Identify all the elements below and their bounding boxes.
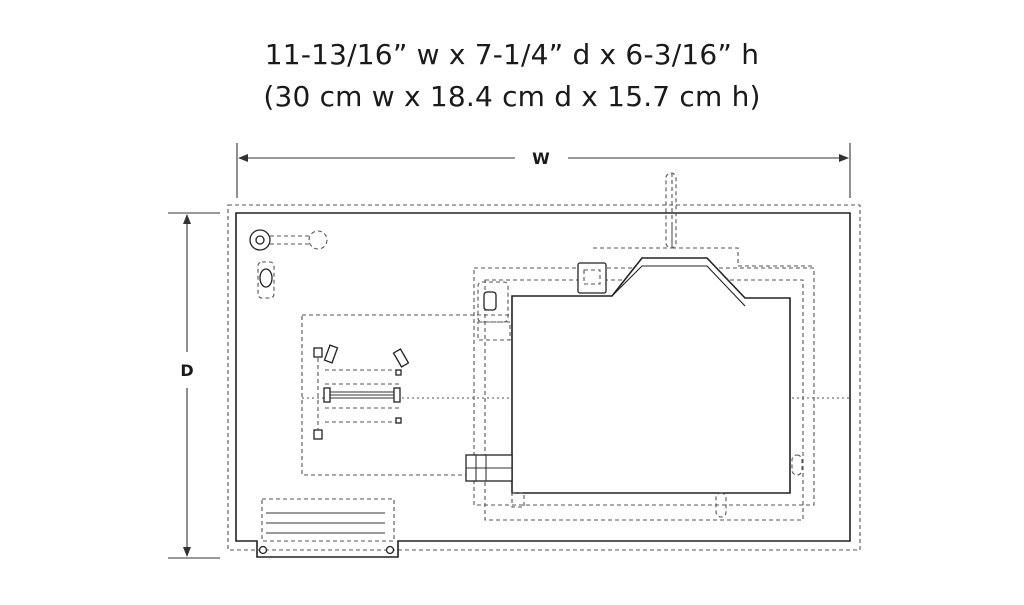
width-label: W	[532, 149, 550, 168]
depth-label: D	[180, 361, 193, 380]
depth-dimension: D	[168, 212, 220, 559]
roof-inner-line	[611, 265, 746, 307]
step-detail	[258, 498, 395, 555]
base-outline-dashed	[227, 204, 861, 551]
building-fixtures	[465, 262, 803, 518]
dimensions-metric: (30 cm w x 18.4 cm d x 15.7 cm h)	[263, 80, 761, 113]
base-outline	[235, 212, 851, 558]
chimney-dashed	[665, 172, 677, 249]
rotary-detail	[249, 229, 328, 299]
dimensions-imperial: 11-13/16” w x 7-1/4” d x 6-3/16” h	[264, 38, 760, 71]
switch-mechanism	[313, 344, 410, 440]
building-outline-dashed-2	[484, 279, 804, 521]
width-dimension: W	[236, 143, 851, 198]
building-body	[511, 257, 791, 494]
